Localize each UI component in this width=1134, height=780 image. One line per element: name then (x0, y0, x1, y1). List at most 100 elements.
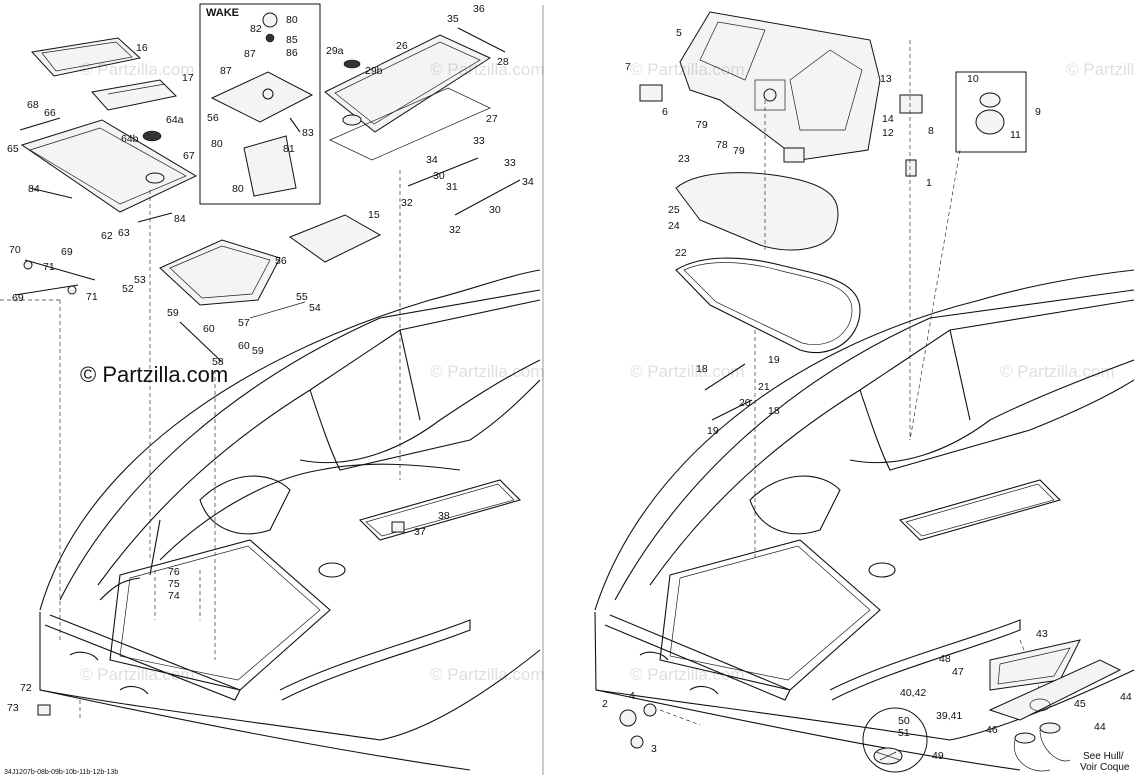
watermark-main: © Partzilla.com (80, 362, 229, 387)
part-11-seal (975, 109, 1005, 135)
part-83-strap (289, 117, 301, 133)
part-30-rod-a (407, 157, 479, 187)
callout-63: 63 (118, 227, 130, 239)
right-leader-lines (659, 40, 1041, 726)
callout-38: 38 (438, 510, 450, 522)
callout-83: 83 (302, 127, 314, 139)
part-64a-cap (142, 130, 162, 142)
callout-17: 17 (182, 72, 194, 84)
part-1-drain (905, 159, 917, 177)
callout-87b: 87 (220, 65, 232, 77)
callout-56b: 56 (275, 255, 287, 267)
callout-73: 73 (7, 702, 19, 714)
callout-69a: 69 (61, 246, 73, 258)
callout-3941: 39,41 (936, 710, 963, 722)
callout-58: 58 (212, 356, 224, 368)
callout-64b: 64b (121, 133, 139, 145)
callout-87a: 87 (244, 48, 256, 60)
callout-16: 16 (136, 42, 148, 54)
callout-48: 48 (939, 653, 951, 665)
callout-60a: 60 (203, 323, 215, 335)
watermark-faint: © Partzilla.com (430, 665, 545, 684)
part-69-rod (14, 259, 96, 296)
part-26-lid (324, 34, 492, 133)
part-6-hinge (639, 84, 663, 102)
part-29a-cap (343, 59, 361, 69)
callout-3: 3 (651, 743, 657, 755)
callout-30a: 30 (433, 170, 445, 182)
callout-4042: 40,42 (900, 687, 927, 699)
callout-84b: 84 (174, 213, 186, 225)
callout-80b: 80 (211, 138, 223, 150)
watermark-faint: © Partzilla.com (630, 362, 745, 381)
wake-box (199, 3, 321, 205)
callout-81: 81 (283, 143, 295, 155)
callout-85: 85 (286, 34, 298, 46)
callout-75: 75 (168, 578, 180, 590)
callout-44b: 44 (1094, 721, 1106, 733)
callout-25: 25 (668, 204, 680, 216)
part-85-knob (265, 33, 275, 43)
callout-79a: 79 (696, 119, 708, 131)
callout-80c: 80 (232, 183, 244, 195)
callout-49: 49 (932, 750, 944, 762)
callout-46: 46 (986, 724, 998, 736)
callout-43: 43 (1036, 628, 1048, 640)
callout-59a: 59 (167, 307, 179, 319)
callout-34b: 34 (522, 176, 534, 188)
callout-57: 57 (238, 317, 250, 329)
callout-67: 67 (183, 150, 195, 162)
part-67-lid (20, 119, 198, 213)
callout-19b: 19 (707, 425, 719, 437)
part-84-strip-b (137, 212, 173, 223)
part-30-rod-b (454, 179, 521, 216)
callout-78: 78 (716, 139, 728, 151)
part-65-hinge (19, 117, 61, 131)
callout-24: 24 (668, 220, 680, 232)
callout-86: 86 (286, 47, 298, 59)
part-8-latch (899, 94, 923, 114)
part-72-latch (37, 704, 51, 716)
callout-53: 53 (134, 274, 146, 286)
callout-28: 28 (497, 56, 509, 68)
part-49-grille-circle (862, 707, 928, 773)
callout-55: 55 (296, 291, 308, 303)
callout-14: 14 (882, 113, 894, 125)
part-58-rod (179, 321, 223, 363)
left-boat-hull (39, 269, 541, 771)
callout-32a: 32 (401, 197, 413, 209)
callout-5: 5 (676, 27, 682, 39)
part-39-vent (988, 659, 1122, 721)
callout-7: 7 (625, 61, 631, 73)
callout-2: 2 (602, 698, 608, 710)
part-46-ducts (1013, 722, 1071, 772)
callout-71a: 71 (43, 261, 55, 273)
callout-35: 35 (447, 13, 459, 25)
callout-33b: 33 (504, 157, 516, 169)
callout-60b: 60 (238, 340, 250, 352)
callout-62: 62 (101, 230, 113, 242)
part-18-rod-a (704, 363, 746, 391)
callout-29b: 29b (365, 65, 383, 77)
part-5-tray (679, 11, 881, 161)
callout-80a: 80 (286, 14, 298, 26)
callout-9: 9 (1035, 106, 1041, 118)
callout-65: 65 (7, 143, 19, 155)
part-6-hinge-b (783, 147, 805, 163)
callout-56a: 56 (207, 112, 219, 124)
callout-64a: 64a (166, 114, 184, 126)
part-2-drain-plug (619, 703, 657, 749)
left-leader-lines (0, 170, 401, 720)
part-16-pad (31, 37, 142, 77)
callout-82: 82 (250, 23, 262, 35)
callout-52: 52 (122, 283, 134, 295)
part-9-box (955, 71, 1027, 153)
callout-8: 8 (928, 125, 934, 137)
callout-68: 68 (27, 99, 39, 111)
callout-21: 21 (758, 381, 770, 393)
part-80-ring (262, 12, 278, 28)
callout-6: 6 (662, 106, 668, 118)
callout-74: 74 (168, 590, 180, 602)
